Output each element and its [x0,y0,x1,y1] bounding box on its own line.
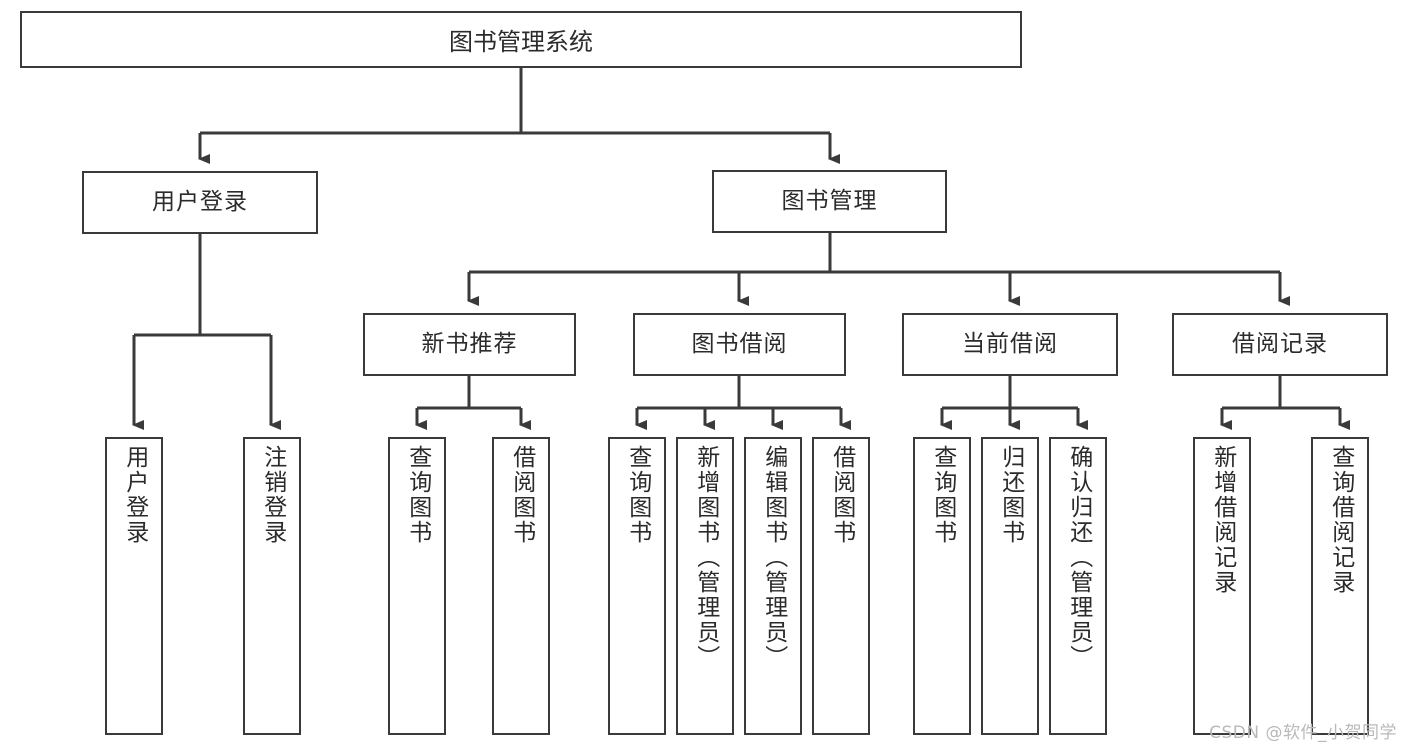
leaf-label: 查询借阅记录 [1327,445,1354,595]
leaf-label: 确认归还（管理员） [1065,445,1092,670]
leaf-book-borrow-0[interactable]: 查询图书 [608,437,666,735]
leaf-book-borrow-1[interactable]: 新增图书（管理员） [676,437,734,735]
leaf-user-login-0[interactable]: 用户登录 [105,437,163,735]
node-current-borrow[interactable]: 当前借阅 [902,313,1118,376]
leaf-label: 新增图书（管理员） [692,445,719,670]
node-borrow-record[interactable]: 借阅记录 [1172,313,1388,376]
leaf-current-borrow-1[interactable]: 归还图书 [981,437,1039,735]
leaf-current-borrow-0[interactable]: 查询图书 [913,437,971,735]
node-user-login[interactable]: 用户登录 [82,171,318,234]
leaf-borrow-record-1[interactable]: 查询借阅记录 [1311,437,1369,735]
node-root-system[interactable]: 图书管理系统 [20,11,1022,68]
leaf-label: 查询图书 [624,445,651,545]
leaf-label: 借阅图书 [828,445,855,545]
node-new-book-recommend[interactable]: 新书推荐 [363,313,576,376]
leaf-user-login-1[interactable]: 注销登录 [243,437,301,735]
leaf-label: 借阅图书 [508,445,535,545]
leaf-label: 编辑图书（管理员） [760,445,787,670]
watermark-text: CSDN @软件_小贺同学 [1209,723,1397,743]
leaf-book-borrow-2[interactable]: 编辑图书（管理员） [744,437,802,735]
leaf-label: 归还图书 [997,445,1024,545]
leaf-label: 查询图书 [929,445,956,545]
leaf-book-borrow-3[interactable]: 借阅图书 [812,437,870,735]
leaf-new-book-rec-1[interactable]: 借阅图书 [492,437,550,735]
leaf-label: 查询图书 [404,445,431,545]
leaf-borrow-record-0[interactable]: 新增借阅记录 [1193,437,1251,735]
leaf-label: 新增借阅记录 [1209,445,1236,595]
leaf-label: 注销登录 [259,445,286,545]
leaf-current-borrow-2[interactable]: 确认归还（管理员） [1049,437,1107,735]
node-book-management[interactable]: 图书管理 [712,170,947,233]
node-book-borrow[interactable]: 图书借阅 [633,313,846,376]
leaf-label: 用户登录 [121,445,148,545]
leaf-new-book-rec-0[interactable]: 查询图书 [388,437,446,735]
